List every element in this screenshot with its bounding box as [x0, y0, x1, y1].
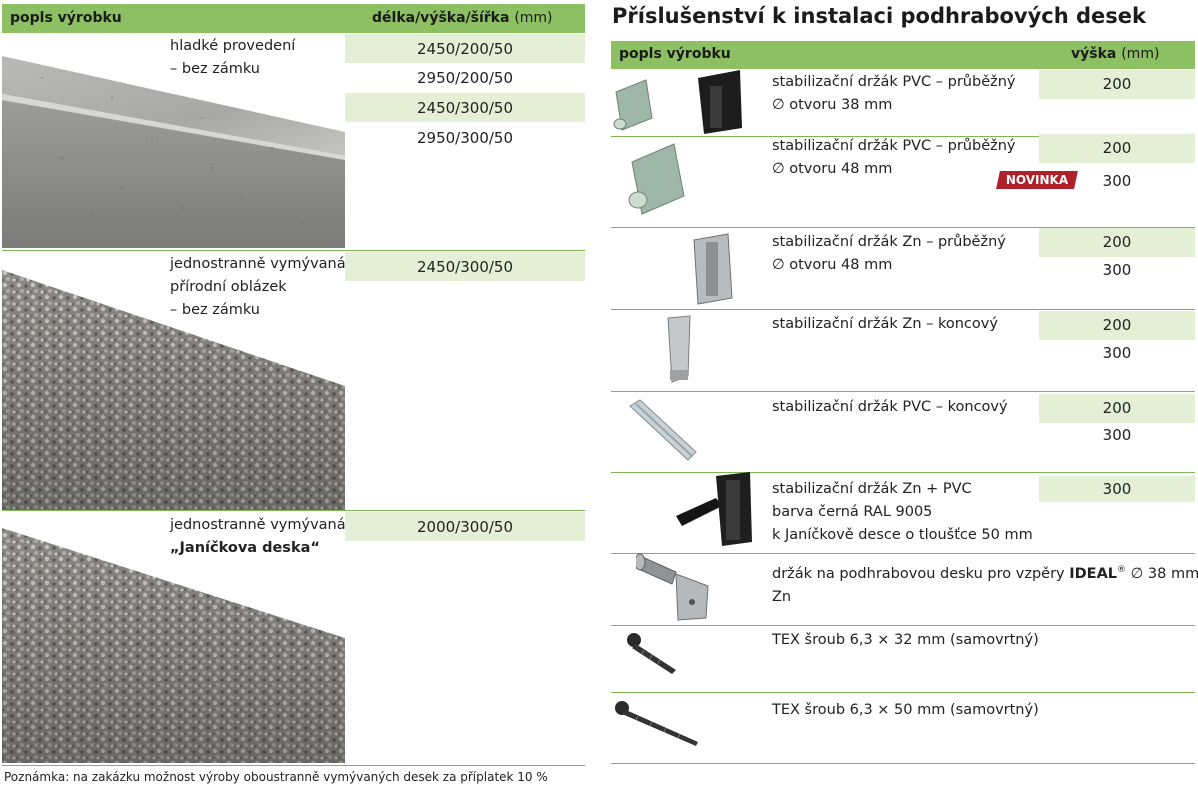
row-divider [611, 553, 1195, 554]
left-header-col2: délka/výška/šířka (mm) [372, 10, 553, 26]
dim-value: 2950/300/50 [417, 129, 513, 147]
height-value: 300 [1102, 261, 1132, 279]
product-photo-smooth-board [2, 38, 345, 248]
height-value: 300 [1102, 344, 1132, 362]
product-photo-janickova-board [2, 520, 345, 763]
product-desc-washed-pebble: jednostranně vymývaná přírodní oblázek –… [170, 256, 346, 318]
item-desc: stabilizační držák PVC – průběžný ∅ otvo… [772, 138, 1016, 177]
dim-value: 2450/200/50 [417, 40, 513, 58]
dim-value: 2000/300/50 [417, 518, 513, 536]
dim-value: 2450/300/50 [417, 99, 513, 117]
item-desc: TEX šroub 6,3 × 50 mm (samovrtný) [772, 702, 1039, 718]
accessories-title: Příslušenství k instalaci podhrabových d… [612, 4, 1146, 28]
tex-screw-50-image [612, 698, 702, 748]
height-cell-green [1039, 394, 1195, 423]
height-value: 300 [1102, 480, 1132, 498]
height-value: 300 [1102, 172, 1132, 190]
item-desc: stabilizační držák Zn – koncový [772, 316, 998, 332]
row-divider [611, 391, 1195, 392]
row-divider [611, 227, 1195, 228]
dim-row-green [345, 34, 585, 63]
product-photo-washed-pebble-board [2, 258, 345, 510]
item-desc: stabilizační držák Zn – průběžný ∅ otvor… [772, 234, 1006, 273]
row-divider [611, 136, 1195, 137]
height-value: 200 [1102, 316, 1132, 334]
row-divider [611, 309, 1195, 310]
item-desc: TEX šroub 6,3 × 32 mm (samovrtný) [772, 632, 1039, 648]
dim-value: 2450/300/50 [417, 258, 513, 276]
dim-value: 2950/200/50 [417, 69, 513, 87]
pvc-end-holder-image [626, 396, 700, 464]
zn-through-holder-image [688, 230, 738, 306]
row-divider [611, 472, 1195, 473]
row-divider [2, 510, 585, 511]
row-divider [611, 625, 1195, 626]
row-divider [611, 763, 1195, 764]
product-desc-smooth: hladké provedení – bez zámku [170, 38, 296, 77]
height-value: 200 [1102, 399, 1132, 417]
height-value: 200 [1102, 75, 1132, 93]
right-header-col1: popls výrobku [619, 46, 731, 62]
item-desc: stabilizační držák Zn + PVC barva černá … [772, 481, 1033, 543]
tex-screw-32-image [626, 632, 680, 676]
height-value: 300 [1102, 426, 1132, 444]
dim-row-green [345, 252, 585, 281]
height-cell-green [1039, 134, 1195, 163]
footnote: Poznámka: na zakázku možnost výroby obou… [4, 770, 548, 784]
height-cell-green [1039, 70, 1195, 99]
right-table-header: popls výrobku výška (mm) [611, 41, 1195, 69]
product-desc-janickova: jednostranně vymývaná „Janíčkova deska“ [170, 517, 346, 556]
row-divider [2, 765, 585, 766]
row-divider [2, 250, 585, 251]
right-header-col2: výška (mm) [1071, 46, 1160, 62]
ideal-strut-holder-image [636, 546, 722, 624]
zn-end-holder-image [660, 312, 700, 386]
pvc-through-holder-48-image [612, 140, 712, 220]
pvc-through-holder-38-image [612, 70, 752, 136]
item-desc: držák na podhrabovou desku pro vzpěry ID… [772, 565, 1198, 605]
item-desc: stabilizační držák PVC – koncový [772, 399, 1008, 415]
item-desc: stabilizační držák PVC – průběžný ∅ otvo… [772, 74, 1016, 113]
height-cell-green [1039, 311, 1195, 340]
zn-pvc-black-holder-image [672, 470, 762, 548]
dim-row-green [345, 512, 585, 541]
height-cell-green [1039, 476, 1195, 502]
height-cell-green [1039, 228, 1195, 257]
left-table-header: popls výrobku délka/výška/šířka (mm) [2, 4, 585, 33]
height-value: 200 [1102, 139, 1132, 157]
left-header-col1: popls výrobku [10, 10, 122, 26]
height-value: 200 [1102, 233, 1132, 251]
dim-row-green [345, 93, 585, 122]
row-divider [611, 692, 1195, 693]
